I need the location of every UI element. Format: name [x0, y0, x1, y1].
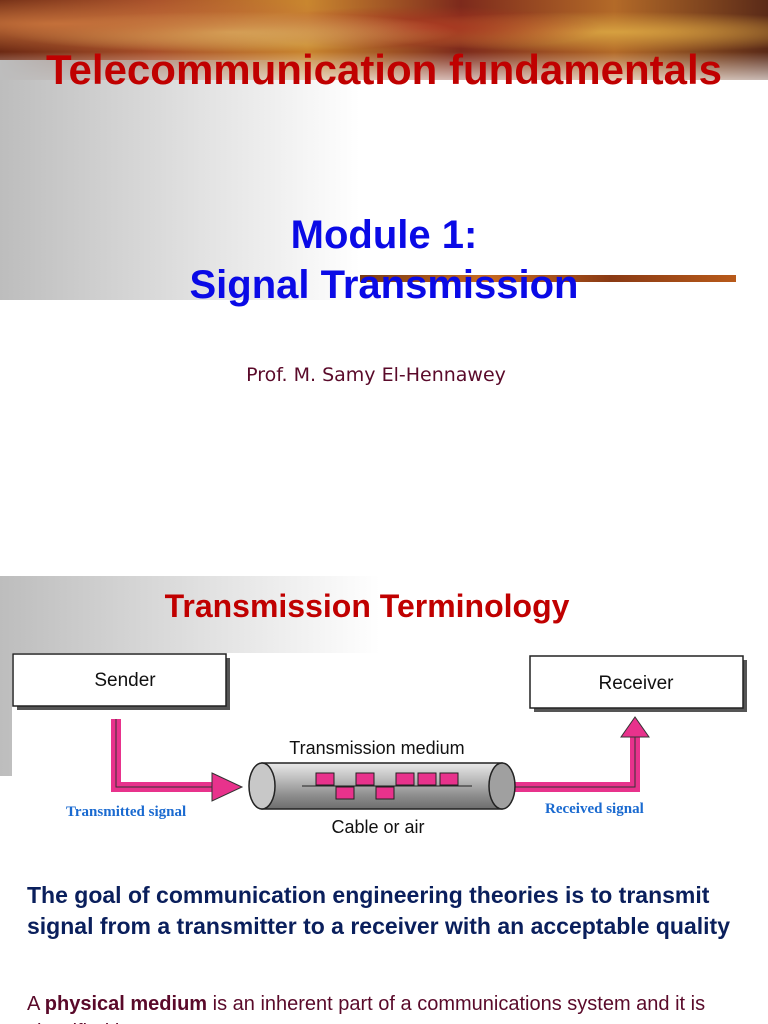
module-name: Signal Transmission: [189, 263, 579, 307]
left-shade: [0, 60, 360, 300]
medium-label: Transmission medium: [289, 738, 464, 758]
medium-paragraph: A physical medium is an inherent part of…: [27, 990, 747, 1024]
module-heading: Module 1: Signal Transmission: [0, 210, 768, 310]
terminology-slide: Transmission Terminology Sender Receiver: [0, 576, 768, 1024]
receive-arrow: [515, 716, 650, 792]
title-slide: Telecommunication fundamentals Module 1:…: [0, 0, 768, 386]
sender-box: Sender: [12, 653, 230, 710]
transmission-diagram: Sender Receiver: [12, 653, 768, 871]
received-signal-label: Received signal: [545, 801, 644, 817]
slide-title: Telecommunication fundamentals: [46, 46, 722, 93]
para-prefix: A: [27, 993, 45, 1015]
slide-title: Transmission Terminology: [164, 588, 570, 624]
author-name: Prof. M. Samy El-Hennawey: [246, 364, 506, 386]
module-number: Module 1:: [290, 213, 478, 257]
sender-label: Sender: [94, 670, 156, 691]
decorative-stripe: [360, 275, 736, 282]
para-bold-term: physical medium: [44, 993, 208, 1015]
signal-pulses: [315, 772, 459, 800]
transmitted-signal-label: Transmitted signal: [66, 804, 186, 820]
medium-cylinder: [248, 762, 516, 810]
para-rest: is an inherent part of a communications …: [27, 993, 706, 1024]
transmit-arrow: [111, 719, 244, 802]
goal-statement: The goal of communication engineering th…: [27, 882, 731, 939]
receiver-box: Receiver: [529, 655, 747, 712]
receiver-label: Receiver: [599, 673, 675, 694]
cable-label: Cable or air: [331, 817, 424, 837]
